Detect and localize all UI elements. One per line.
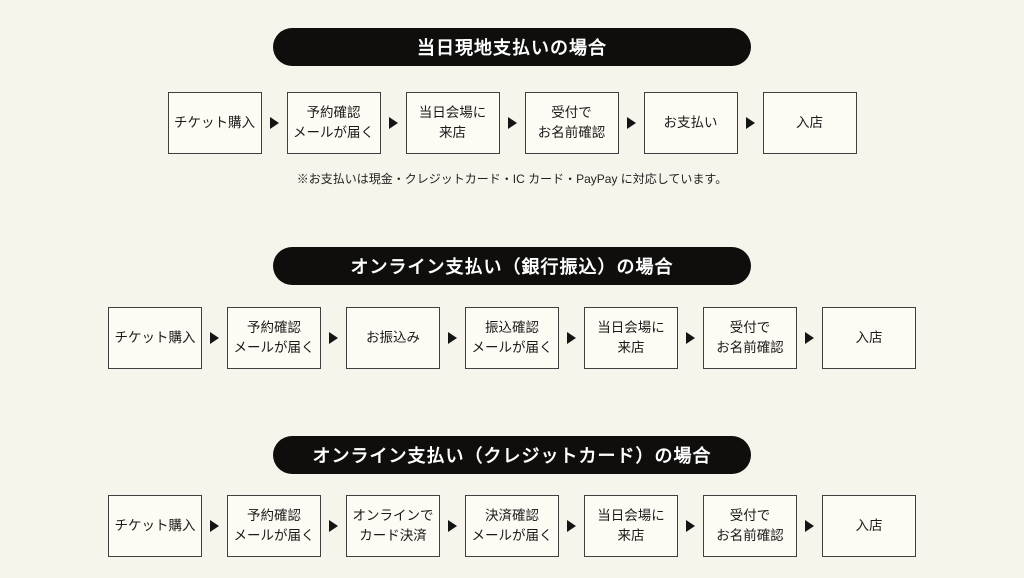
- section-title-pill: オンライン支払い（クレジットカード）の場合: [273, 436, 751, 474]
- arrow-right-icon: [329, 332, 338, 344]
- step-transfer-confirmation-email: 振込確認 メールが届く: [465, 307, 559, 369]
- arrow-right-icon: [269, 117, 279, 129]
- section-title-pill: 当日現地支払いの場合: [273, 28, 751, 66]
- section-credit-card-payment: オンライン支払い（クレジットカード）の場合 チケット購入 予約確認 メールが届く…: [0, 436, 1024, 557]
- step-name-check: 受付で お名前確認: [524, 92, 619, 154]
- step-visit-venue: 当日会場に 来店: [584, 307, 678, 369]
- step-payment-confirmation-email: 決済確認 メールが届く: [465, 495, 559, 557]
- arrow-right-icon: [329, 520, 338, 532]
- step-bank-transfer: お振込み: [346, 307, 440, 369]
- step-ticket-purchase: チケット購入: [108, 307, 202, 369]
- arrow-right-icon: [210, 332, 219, 344]
- arrow-right-icon: [567, 520, 576, 532]
- arrow-right-icon: [626, 117, 636, 129]
- step-online-card-payment: オンラインで カード決済: [346, 495, 440, 557]
- step-name-check: 受付で お名前確認: [703, 307, 797, 369]
- flow-row-onsite: チケット購入 予約確認 メールが届く 当日会場に 来店 受付で お名前確認 お支…: [0, 92, 1024, 154]
- arrow-right-icon: [686, 332, 695, 344]
- step-enter: 入店: [762, 92, 857, 154]
- arrow-right-icon: [745, 117, 755, 129]
- arrow-right-icon: [507, 117, 517, 129]
- payment-methods-note: ※お支払いは現金・クレジットカード・IC カード・PayPay に対応しています…: [296, 172, 728, 186]
- arrow-right-icon: [448, 332, 457, 344]
- flow-row-credit-card: チケット購入 予約確認 メールが届く オンラインで カード決済 決済確認 メール…: [0, 495, 1024, 557]
- step-visit-venue: 当日会場に 来店: [405, 92, 500, 154]
- step-name-check: 受付で お名前確認: [703, 495, 797, 557]
- section-title: オンライン支払い（銀行振込）の場合: [350, 257, 674, 277]
- step-confirmation-email: 予約確認 メールが届く: [227, 307, 321, 369]
- arrow-right-icon: [805, 332, 814, 344]
- arrow-right-icon: [210, 520, 219, 532]
- section-title: 当日現地支払いの場合: [417, 38, 607, 58]
- arrow-right-icon: [388, 117, 398, 129]
- step-ticket-purchase: チケット購入: [167, 92, 262, 154]
- step-payment: お支払い: [643, 92, 738, 154]
- step-enter: 入店: [822, 307, 916, 369]
- arrow-right-icon: [805, 520, 814, 532]
- section-title: オンライン支払い（クレジットカード）の場合: [312, 446, 712, 466]
- step-ticket-purchase: チケット購入: [108, 495, 202, 557]
- step-confirmation-email: 予約確認 メールが届く: [286, 92, 381, 154]
- arrow-right-icon: [567, 332, 576, 344]
- step-visit-venue: 当日会場に 来店: [584, 495, 678, 557]
- section-title-pill: オンライン支払い（銀行振込）の場合: [273, 247, 751, 285]
- section-bank-transfer-payment: オンライン支払い（銀行振込）の場合 チケット購入 予約確認 メールが届く お振込…: [0, 247, 1024, 369]
- step-confirmation-email: 予約確認 メールが届く: [227, 495, 321, 557]
- flow-row-bank-transfer: チケット購入 予約確認 メールが届く お振込み 振込確認 メールが届く 当日会場…: [0, 307, 1024, 369]
- arrow-right-icon: [448, 520, 457, 532]
- step-enter: 入店: [822, 495, 916, 557]
- arrow-right-icon: [686, 520, 695, 532]
- section-onsite-payment: 当日現地支払いの場合 チケット購入 予約確認 メールが届く 当日会場に 来店 受…: [0, 28, 1024, 187]
